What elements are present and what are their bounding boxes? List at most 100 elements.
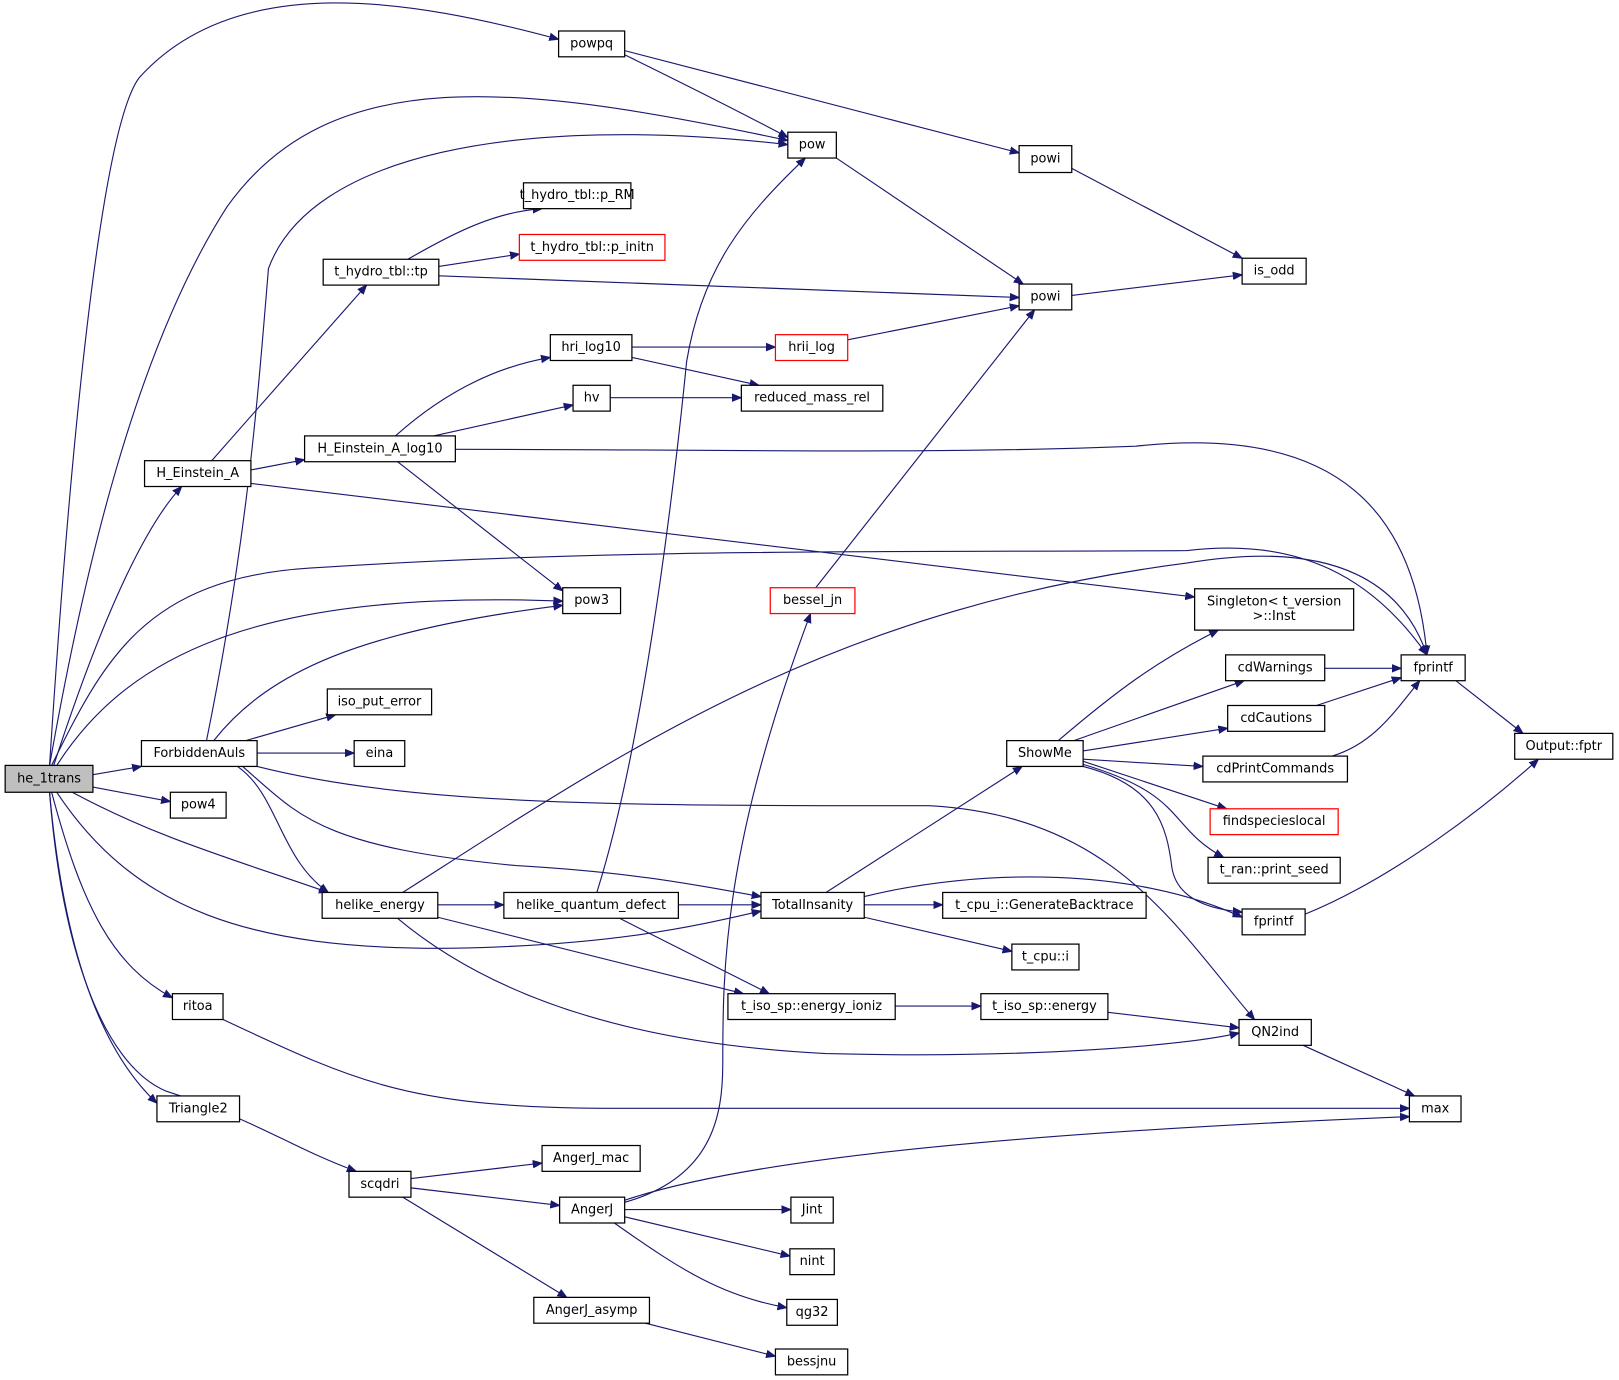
node-label: scqdri [360,1177,399,1192]
node-box [518,233,666,261]
edge-tp-to-powi_b [438,275,1019,298]
node-helike-quantum-defect[interactable]: helike_quantum_defect [503,891,679,919]
node-hri-log10[interactable]: hri_log10 [549,334,633,362]
edge-he_1trans-to-fprintf_a [51,547,1427,766]
node-bessjnu[interactable]: bessjnu [774,1348,849,1376]
node-label: >::Inst [1253,609,1296,624]
node-label: H_Einstein_A_log10 [317,441,442,456]
edge-H_Einstein_A_log10-to-hri_log10 [395,357,550,437]
node-he-1trans[interactable]: he_1trans [4,764,94,793]
node-label: helike_energy [335,898,425,913]
node-energy-ioniz[interactable]: t_iso_sp::energy_ioniz [727,993,896,1021]
node-label: t_cpu_i::GenerateBacktrace [955,898,1133,913]
node-angerj[interactable]: AngerJ [559,1196,626,1224]
edge-H_Einstein_A-to-H_Einstein_A_log10 [250,460,305,471]
node-jint[interactable]: Jint [790,1196,834,1224]
edge-powpq-to-powi_a [624,50,1019,153]
node-box [1006,739,1084,768]
node-nint[interactable]: nint [789,1248,835,1276]
edge-he_1trans-to-pow4 [92,786,170,801]
node-print-seed[interactable]: t_ran::print_seed [1207,856,1341,884]
node-ritoa[interactable]: ritoa [171,993,224,1021]
node-fptr[interactable]: Output::fptr [1514,732,1614,760]
edge-helike_quantum_defect-to-energy_ioniz [619,917,770,993]
node-findspecieslocal[interactable]: findspecieslocal [1209,808,1339,836]
edge-bessel_jn-to-powi_b [815,310,1035,589]
node-pow3[interactable]: pow3 [562,587,622,615]
node-h-einstein-a-log10[interactable]: H_Einstein_A_log10 [303,435,456,463]
node-h-einstein-a[interactable]: H_Einstein_A [143,460,252,488]
edge-ForbiddenAuls-to-pow3 [213,605,563,741]
node-qg32[interactable]: qg32 [786,1298,838,1326]
edge-scqdri-to-AngerJ_asymp [402,1196,567,1297]
node-label: H_Einstein_A [156,466,239,481]
node-label: Singleton< t_version [1207,595,1341,610]
node-box [774,334,849,362]
node-box [1408,1095,1462,1123]
node-label: AngerJ [571,1203,613,1218]
node-iso-put-error[interactable]: iso_put_error [326,688,433,716]
edge-AngerJ-to-qg32 [614,1222,786,1308]
node-reduced-mass-rel[interactable]: reduced_mass_rel [740,384,884,412]
node-generatebacktrace[interactable]: t_cpu_i::GenerateBacktrace [942,891,1147,919]
node-helike-energy[interactable]: helike_energy [321,891,439,919]
node-box [1011,943,1080,971]
node-angerj-mac[interactable]: AngerJ_mac [541,1144,641,1172]
node-hrii-log[interactable]: hrii_log [774,334,849,362]
node-label: t_hydro_tbl::p_initn [530,240,654,255]
node-p-rm[interactable]: t_hydro_tbl::p_RM [520,182,635,210]
node-label: powpq [570,36,613,51]
node-box [727,993,896,1021]
node-fprintf-a[interactable]: fprintf [1400,654,1466,682]
node-box [559,1196,626,1224]
node-max[interactable]: max [1408,1095,1462,1123]
nodes-layer: he_1trans powpq pow powi powi is_odd t_hydro_t… [4,30,1614,1376]
node-scqdri[interactable]: scqdri [348,1170,412,1198]
edge-helike_quantum_defect-to-pow [596,158,806,893]
node-label: AngerJ_mac [553,1151,629,1166]
node-angerj-asymp[interactable]: AngerJ_asymp [533,1296,651,1324]
node-label: AngerJ_asymp [546,1303,638,1318]
node-cdcautions[interactable]: cdCautions [1227,704,1326,732]
node-p-initn[interactable]: t_hydro_tbl::p_initn [518,233,666,261]
node-bessel-jn[interactable]: bessel_jn [769,587,856,615]
node-triangle2[interactable]: Triangle2 [156,1095,241,1123]
node-pow[interactable]: pow [787,131,837,159]
edge-H_Einstein_A_log10-to-pow3 [397,461,563,591]
node-tp[interactable]: t_hydro_tbl::tp [322,258,440,286]
node-hv[interactable]: hv [572,384,611,412]
node-box [572,384,611,412]
node-eina[interactable]: eina [353,739,406,768]
node-powpq[interactable]: powpq [557,30,626,58]
edge-TotalInsanity-to-t_cpu_i [864,916,1012,951]
node-singleton[interactable]: Singleton< t_version>::Inst [1194,588,1355,631]
edge-powi_a-to-is_odd [1071,167,1242,258]
node-cdprintcommands[interactable]: cdPrintCommands [1202,755,1349,783]
edges-layer [48,2,1539,1356]
node-is-odd[interactable]: is_odd [1241,257,1307,285]
node-box [942,891,1147,919]
node-showme[interactable]: ShowMe [1006,739,1084,768]
node-box [541,1144,641,1172]
node-box [353,739,406,768]
node-qn2ind[interactable]: QN2ind [1238,1018,1312,1046]
node-forbiddenauls[interactable]: ForbiddenAuls [140,739,258,768]
node-totalinsanity[interactable]: TotalInsanity [760,891,865,919]
edge-tp-to-p_initn [438,254,520,268]
node-pow4[interactable]: pow4 [169,791,227,819]
node-energy[interactable]: t_iso_sp::energy [980,993,1109,1021]
node-cdwarnings[interactable]: cdWarnings [1224,654,1326,682]
node-t-cpu-i[interactable]: t_cpu::i [1011,943,1080,971]
node-powi-b[interactable]: powi [1018,283,1073,311]
node-box [1400,654,1466,682]
node-label: pow3 [574,593,609,608]
node-label: ForbiddenAuls [153,746,245,761]
node-box [156,1095,241,1123]
edge-AngerJ_asymp-to-bessjnu [645,1322,775,1356]
node-powi-a[interactable]: powi [1018,145,1073,174]
edge-he_1trans-to-ForbiddenAuls [92,766,142,776]
node-label: cdWarnings [1238,660,1313,675]
node-fprintf-b[interactable]: fprintf [1241,908,1306,936]
node-box [1209,808,1339,836]
